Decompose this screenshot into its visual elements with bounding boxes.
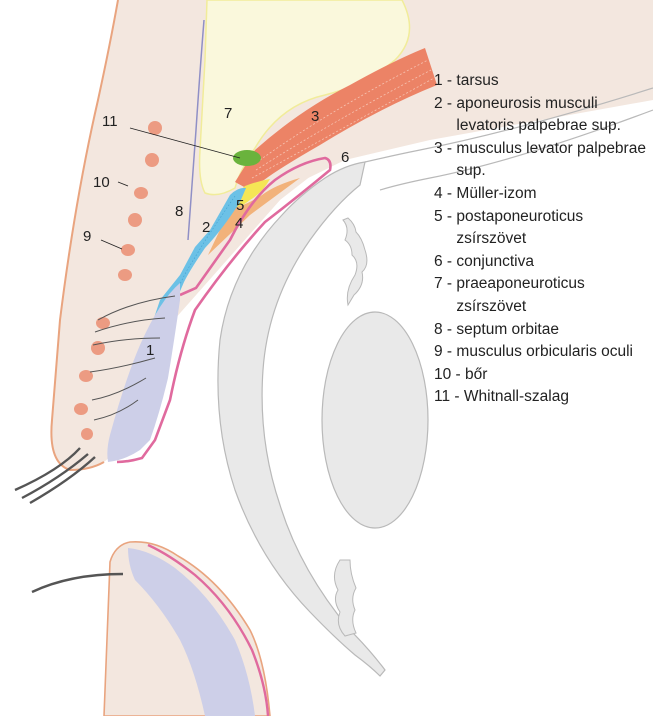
legend-item-number: 2 (434, 93, 443, 116)
orbicularis-fiber (121, 244, 135, 256)
legend-item-separator: - (443, 93, 457, 116)
legend-item-text: praeaponeuroticus zsírszövet (456, 273, 649, 318)
legend-item-text: musculus levator palpebrae sup. (456, 138, 649, 183)
label-5: 5 (236, 197, 244, 214)
legend-item: 9 - musculus orbicularis oculi (434, 341, 649, 364)
label-1: 1 (146, 342, 154, 359)
legend-item-number: 11 (434, 386, 450, 409)
legend-item-text: conjunctiva (456, 251, 649, 274)
legend-item-text: tarsus (456, 70, 649, 93)
legend-item-number: 1 (434, 70, 443, 93)
legend-item-text: musculus orbicularis oculi (456, 341, 649, 364)
legend-item: 6 - conjunctiva (434, 251, 649, 274)
orbicularis-fiber (74, 403, 88, 415)
label-6: 6 (341, 149, 349, 166)
label-8: 8 (175, 203, 183, 220)
label-9: 9 (83, 228, 91, 245)
legend-item-text: postaponeuroticus zsírszövet (456, 206, 649, 251)
label-3: 3 (311, 108, 319, 125)
legend-item-text: aponeurosis musculi levatoris palpebrae … (456, 93, 649, 138)
label-10: 10 (93, 174, 110, 191)
legend-item-number: 8 (434, 319, 443, 342)
orbicularis-fiber (96, 317, 110, 329)
legend-item-separator: - (450, 386, 464, 409)
legend-item-separator: - (443, 138, 457, 161)
whitnall-ligament (233, 150, 261, 166)
legend-item: 5 - postaponeuroticus zsírszövet (434, 206, 649, 251)
legend-item-separator: - (451, 364, 465, 387)
legend-item: 1 - tarsus (434, 70, 649, 93)
legend-item-text: bőr (465, 364, 649, 387)
orbicularis-fiber (118, 269, 132, 281)
ciliary-body-upper (343, 218, 367, 305)
crystalline-lens (322, 312, 428, 528)
legend-item: 3 - musculus levator palpebrae sup. (434, 138, 649, 183)
label-11: 11 (102, 113, 118, 130)
legend-item-number: 3 (434, 138, 443, 161)
legend-item: 11 - Whitnall-szalag (434, 386, 649, 409)
legend-item-separator: - (443, 206, 457, 229)
legend-item-number: 9 (434, 341, 443, 364)
legend-item: 4 - Müller-izom (434, 183, 649, 206)
label-7: 7 (224, 105, 232, 122)
legend-item-separator: - (443, 273, 457, 296)
legend-item: 8 - septum orbitae (434, 319, 649, 342)
legend-item-separator: - (443, 70, 457, 93)
orbicularis-fiber (148, 121, 162, 135)
legend-item-number: 6 (434, 251, 443, 274)
legend-item-text: Whitnall-szalag (464, 386, 649, 409)
legend-item-text: Müller-izom (456, 183, 649, 206)
legend-item: 7 - praeaponeuroticus zsírszövet (434, 273, 649, 318)
orbicularis-fiber (134, 187, 148, 199)
legend-item-number: 5 (434, 206, 443, 229)
label-2: 2 (202, 219, 210, 236)
legend-item-text: septum orbitae (456, 319, 649, 342)
legend-item-number: 4 (434, 183, 443, 206)
legend-item-separator: - (443, 341, 457, 364)
legend-item-number: 10 (434, 364, 451, 387)
legend-item-separator: - (443, 251, 457, 274)
label-4: 4 (235, 215, 243, 232)
legend-item-number: 7 (434, 273, 443, 296)
orbicularis-fiber (128, 213, 142, 227)
legend-item-separator: - (443, 319, 457, 342)
legend-item: 2 - aponeurosis musculi levatoris palpeb… (434, 93, 649, 138)
legend-item-separator: - (443, 183, 457, 206)
orbicularis-fiber (145, 153, 159, 167)
orbicularis-fiber (81, 428, 93, 440)
legend-item: 10 - bőr (434, 364, 649, 387)
